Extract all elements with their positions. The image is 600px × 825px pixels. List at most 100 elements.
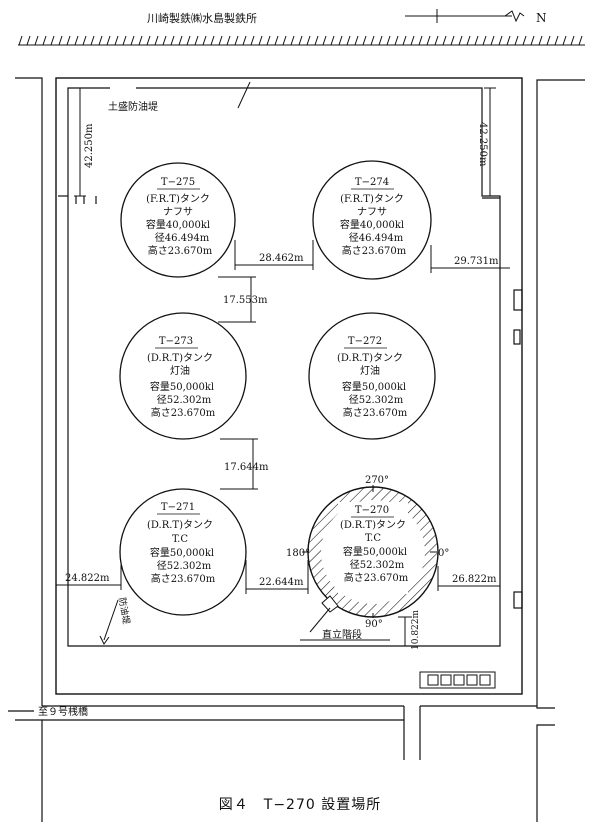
fence-tick — [18, 35, 23, 46]
tank-t271-content: T.C — [172, 534, 188, 545]
fence-tick — [386, 35, 391, 46]
angle-0: 0° — [438, 548, 449, 559]
fence-tick — [274, 35, 279, 46]
fence-tick — [50, 35, 55, 46]
fence-tick — [378, 35, 383, 46]
tank-t273: T−273 (D.R.T)タンク 灯油 容量50,000kl 径52.302m … — [119, 312, 247, 440]
tank-t270-id: T−270 — [355, 505, 389, 516]
fence-tick — [154, 35, 159, 46]
fence-tick — [442, 35, 447, 46]
stairs-leader — [300, 607, 390, 641]
fence-tick — [106, 35, 111, 46]
fence-tick — [130, 35, 135, 46]
tank-t274: T−274 (F.R.T)タンク ナフサ 容量40,000kl 径46.494m… — [312, 160, 432, 280]
tank-t270-type: (D.R.T)タンク — [340, 519, 406, 531]
fence-tick — [266, 35, 271, 46]
fence-tick — [82, 35, 87, 46]
tank-t272-type: (D.R.T)タンク — [337, 352, 403, 364]
fence-tick — [554, 35, 559, 46]
dimension-28-462: 28.462m — [259, 253, 304, 264]
fence-tick — [170, 35, 175, 46]
left-edge-dimension: 42.250m — [84, 123, 95, 168]
fence-tick — [370, 35, 375, 46]
fence-tick — [578, 35, 583, 46]
fence-tick — [290, 35, 295, 46]
fence-tick — [218, 35, 223, 46]
tank-t270: T−270 (D.R.T)タンク T.C 容量50,000kl 径52.302m… — [307, 486, 439, 618]
tank-t271-capacity: 容量50,000kl — [150, 546, 214, 559]
fence-tick — [226, 35, 231, 46]
site-boundary — [55, 77, 523, 695]
tank-t274-height: 高さ23.670m — [342, 244, 407, 257]
tank-t274-capacity: 容量40,000kl — [340, 218, 404, 231]
tank-t274-type: (F.R.T)タンク — [340, 193, 404, 205]
fence-tick — [514, 35, 519, 46]
to-pier-label: 至９号桟橋 — [38, 705, 88, 718]
fence-tick — [58, 35, 63, 46]
fence-tick — [354, 35, 359, 46]
boundary-fence — [18, 35, 585, 46]
fence-tick — [346, 35, 351, 46]
fence-tick — [98, 35, 103, 46]
fence-tick — [34, 35, 39, 46]
north-label: N — [536, 11, 547, 25]
fence-tick — [538, 35, 543, 46]
side-dimension-lines — [74, 87, 496, 197]
figure-caption: 図４ T−270 設置場所 — [218, 797, 382, 813]
fence-tick — [482, 35, 487, 46]
fence-tick — [242, 35, 247, 46]
tank-t273-type: (D.R.T)タンク — [147, 352, 213, 364]
tank-t271-height: 高さ23.670m — [151, 572, 216, 585]
dike-leader — [99, 599, 119, 645]
dimension-29-731: 29.731m — [454, 256, 499, 267]
fence-tick — [250, 35, 255, 46]
tank-t274-id: T−274 — [355, 177, 389, 188]
tank-t272: T−272 (D.R.T)タンク 灯油 容量50,000kl 径52.302m … — [308, 312, 436, 440]
fence-tick — [186, 35, 191, 46]
dike-label: 防油堤 — [116, 596, 133, 625]
dimension-24-822: 24.822m — [65, 573, 110, 584]
tank-t272-height: 高さ23.670m — [343, 406, 408, 419]
fence-tick — [450, 35, 455, 46]
tank-t271-id: T−271 — [161, 502, 195, 513]
embankment-label: 土盛防油堤 — [108, 100, 158, 113]
tank-t272-content: 灯油 — [360, 364, 380, 377]
embankment-leader — [237, 81, 251, 109]
fence-tick — [114, 35, 119, 46]
fence-tick — [322, 35, 327, 46]
tank-t273-id: T−273 — [159, 336, 193, 347]
tank-t275-height: 高さ23.670m — [148, 244, 213, 257]
angle-270: 270° — [365, 475, 389, 486]
fence-tick — [314, 35, 319, 46]
fence-tick — [410, 35, 415, 46]
fence-tick — [74, 35, 79, 46]
tank-t271-type: (D.R.T)タンク — [147, 519, 213, 531]
fence-tick — [498, 35, 503, 46]
angle-90: 90° — [365, 619, 383, 630]
fence-tick — [42, 35, 47, 46]
tank-t273-content: 灯油 — [170, 364, 190, 377]
tank-t270-content: T.C — [365, 533, 381, 544]
tank-t271: T−271 (D.R.T)タンク T.C 容量50,000kl 径52.302m… — [119, 488, 247, 616]
fence-tick — [418, 35, 423, 46]
fence-tick — [298, 35, 303, 46]
dimension-17-644: 17.644m — [224, 462, 269, 473]
tank-t273-diameter: 径52.302m — [157, 393, 212, 406]
fence-tick — [530, 35, 535, 46]
fence-tick — [258, 35, 263, 46]
fence-tick — [234, 35, 239, 46]
tank-t270-height: 高さ23.670m — [344, 571, 409, 584]
tank-t272-diameter: 径52.302m — [349, 393, 404, 406]
company-label: 川崎製鉄㈱水島製鉄所 — [147, 11, 257, 25]
tank-t274-diameter: 径46.494m — [349, 231, 404, 244]
fence-tick — [562, 35, 567, 46]
fence-tick — [522, 35, 527, 46]
fence-tick — [506, 35, 511, 46]
tank-t275: T−275 (F.R.T)タンク ナフサ 容量40,000kl 径46.494m… — [120, 162, 236, 278]
dimension-17-553: 17.553m — [223, 295, 268, 306]
angle-ticks — [302, 485, 437, 618]
fence-tick — [426, 35, 431, 46]
tank-t275-capacity: 容量40,000kl — [146, 218, 210, 231]
right-edge-dimension: 42.250m — [477, 122, 488, 167]
fence-tick — [178, 35, 183, 46]
